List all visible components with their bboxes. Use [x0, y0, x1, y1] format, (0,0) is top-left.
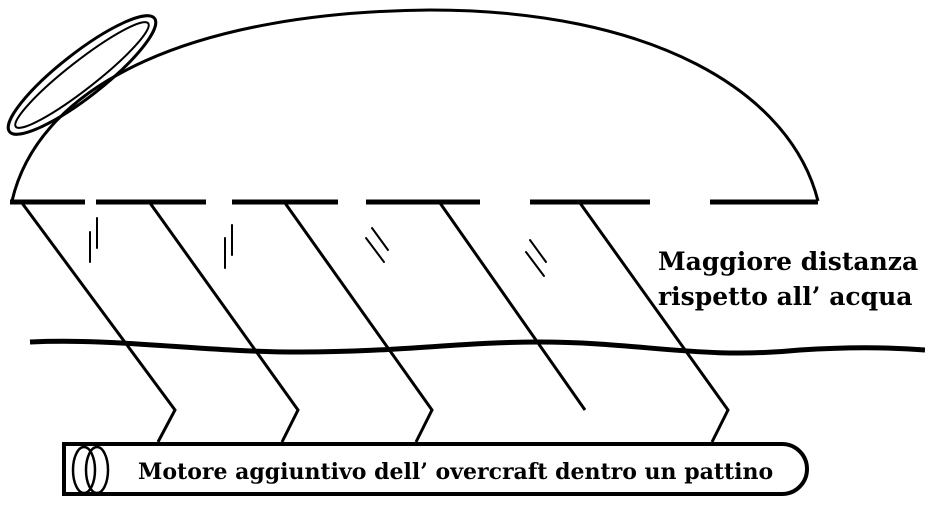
strut-1 — [20, 202, 177, 443]
strut-5 — [578, 202, 730, 443]
support-struts — [20, 202, 730, 443]
strut-3 — [283, 202, 434, 443]
strut-4 — [438, 202, 587, 411]
hull-dome — [10, 8, 820, 202]
strut-2 — [148, 202, 300, 443]
distance-label-line1: Maggiore distanza — [658, 247, 918, 276]
motor-rotor-icon — [71, 445, 110, 495]
pontoon-skid — [62, 442, 809, 496]
motion-marks — [89, 217, 547, 277]
motor-label: Motore aggiuntivo dell’ overcraft dentro… — [138, 459, 773, 485]
distance-label-line2: rispetto all’ acqua — [658, 282, 912, 311]
rotor-ring — [6, 14, 158, 136]
water-surface — [29, 338, 925, 356]
